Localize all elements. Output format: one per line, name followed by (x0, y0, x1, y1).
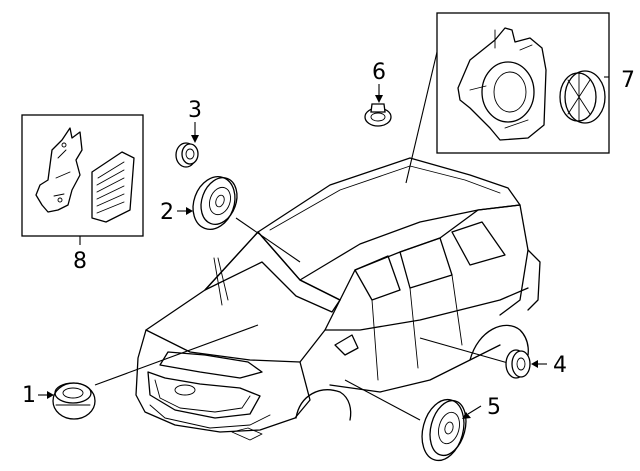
part-5-group: 5 (344, 379, 501, 462)
subwoofer-speaker-icon (564, 70, 606, 124)
part-1-group: 1 (22, 324, 259, 420)
part-6-group: 6 (364, 60, 392, 127)
callout-4-label: 4 (553, 353, 567, 378)
part-3-group: 3 (175, 98, 202, 168)
part-4-group: 4 (419, 337, 567, 379)
callout-8-label: 8 (73, 249, 87, 274)
amplifier-bracket-icon (35, 127, 83, 213)
subwoofer-enclosure-icon (457, 27, 547, 141)
part-8-group: 8 (21, 114, 144, 274)
callout-1-label: 1 (22, 383, 36, 408)
callout-7-label: 7 (621, 68, 635, 93)
callout-5-label: 5 (487, 395, 501, 420)
callout-6-label: 6 (372, 60, 386, 85)
amplifier-module-icon (91, 151, 135, 223)
part-2-group: 2 (160, 176, 301, 263)
part-7-group: 7 (405, 12, 635, 184)
part-8-frame (21, 114, 144, 237)
callout-2-label: 2 (160, 200, 174, 225)
callout-3-label: 3 (188, 98, 202, 123)
